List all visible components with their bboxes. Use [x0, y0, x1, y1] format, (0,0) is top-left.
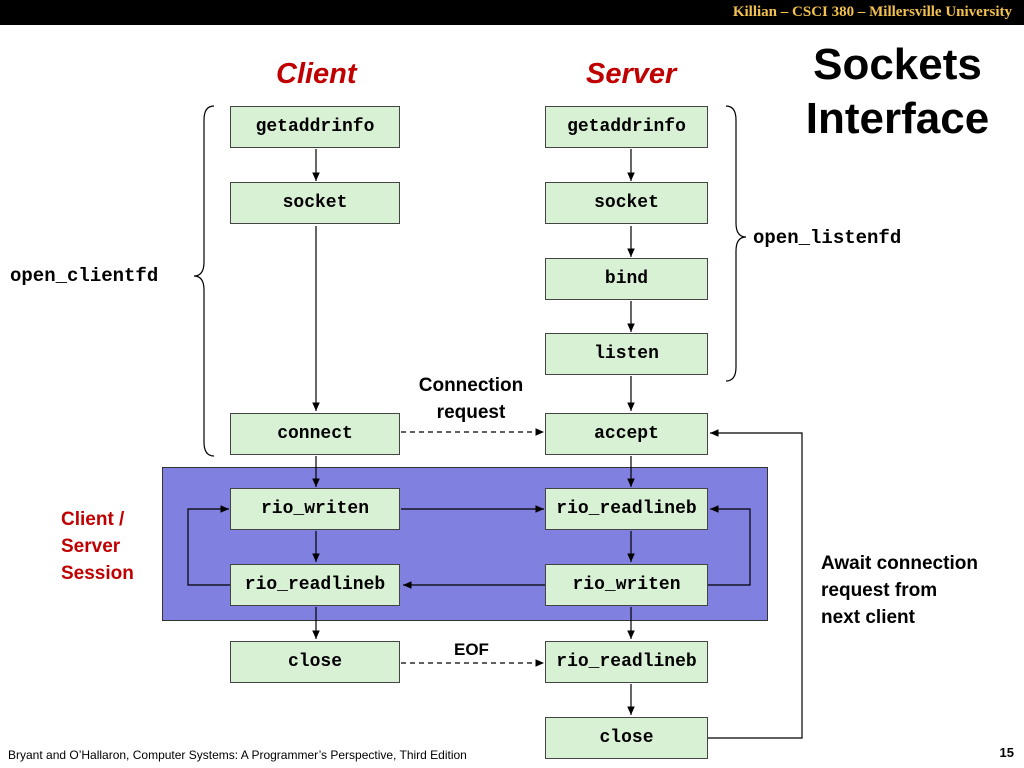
open-clientfd-brace [193, 105, 215, 457]
client-socket-box: socket [230, 182, 400, 224]
server-accept-box: accept [545, 413, 708, 455]
server-close-box: close [545, 717, 708, 759]
server-rio-writen-box: rio_writen [545, 564, 708, 606]
server-loop [708, 505, 751, 586]
open-listenfd-brace [725, 105, 747, 382]
open-clientfd-label: open_clientfd [10, 265, 159, 287]
server-column-heading: Server [586, 58, 677, 90]
server-bind-box: bind [545, 258, 708, 300]
header-text: Killian – CSCI 380 – Millersville Univer… [732, 4, 1012, 20]
client-connect-box: connect [230, 413, 400, 455]
client-close-box: close [230, 641, 400, 683]
client-loop [187, 505, 230, 586]
server-socket-box: socket [545, 182, 708, 224]
session-line-2: Server [61, 536, 121, 557]
await-line-2: request from [821, 580, 938, 601]
await-line-1: Await connection [821, 553, 978, 574]
page-number: 15 [999, 745, 1014, 760]
session-line-1: Client / [61, 509, 125, 530]
server-getaddrinfo-box: getaddrinfo [545, 106, 708, 148]
citation-footer: Bryant and O’Hallaron, Computer Systems:… [8, 748, 467, 762]
connection-request-line-1: Connection [418, 375, 524, 396]
server-rio-readlineb-eof-box: rio_readlineb [545, 641, 708, 683]
header-bar: Killian – CSCI 380 – Millersville Univer… [0, 0, 1024, 25]
slide-title: Sockets Interface [790, 38, 1005, 146]
session-line-3: Session [61, 563, 134, 584]
await-line-3: next client [821, 607, 915, 628]
client-getaddrinfo-box: getaddrinfo [230, 106, 400, 148]
session-label: Client / Server Session [61, 506, 134, 587]
open-listenfd-label: open_listenfd [753, 227, 902, 249]
connection-request-line-2: request [436, 402, 506, 423]
await-connection-label: Await connection request from next clien… [821, 550, 978, 631]
client-column-heading: Client [276, 58, 357, 90]
client-rio-readlineb-box: rio_readlineb [230, 564, 400, 606]
server-listen-box: listen [545, 333, 708, 375]
client-rio-writen-box: rio_writen [230, 488, 400, 530]
connection-request-label: Connection request [410, 372, 532, 426]
title-line-2: Interface [805, 94, 990, 143]
await-loop [708, 429, 803, 739]
eof-label: EOF [454, 640, 489, 659]
server-rio-readlineb-box: rio_readlineb [545, 488, 708, 530]
title-line-1: Sockets [813, 40, 982, 89]
